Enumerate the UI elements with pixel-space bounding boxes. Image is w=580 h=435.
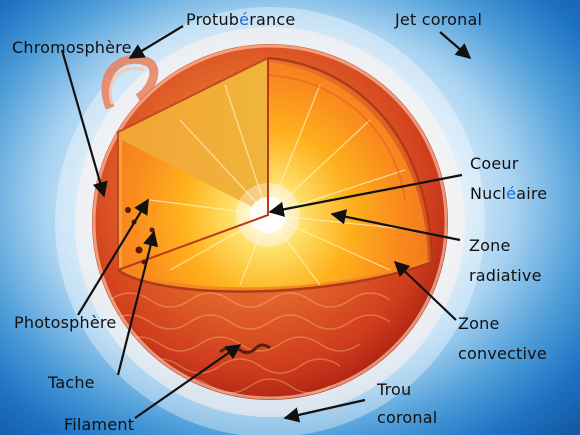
label-trou-coronal-1: Trou <box>377 380 411 400</box>
pointer-jet-coronal <box>440 32 470 58</box>
label-zone-convective-2: convective <box>458 344 547 364</box>
label-chromosphere: Chromosphère <box>12 38 132 58</box>
label-filament: Filament <box>64 415 134 435</box>
label-trou-coronal-2: coronal <box>377 408 437 428</box>
label-tache: Tache <box>48 373 95 393</box>
label-zone-convective-1: Zone <box>458 314 500 334</box>
label-photosphere: Photosphère <box>14 313 116 333</box>
label-jet-coronal: Jet coronal <box>395 10 482 30</box>
label-coeur: Coeur <box>470 154 519 174</box>
label-nucleaire: Nucléaire <box>470 184 547 204</box>
label-zone-radiative-1: Zone <box>469 236 511 256</box>
label-protuberance: Protubérance <box>186 10 295 30</box>
label-zone-radiative-2: radiative <box>469 266 542 286</box>
